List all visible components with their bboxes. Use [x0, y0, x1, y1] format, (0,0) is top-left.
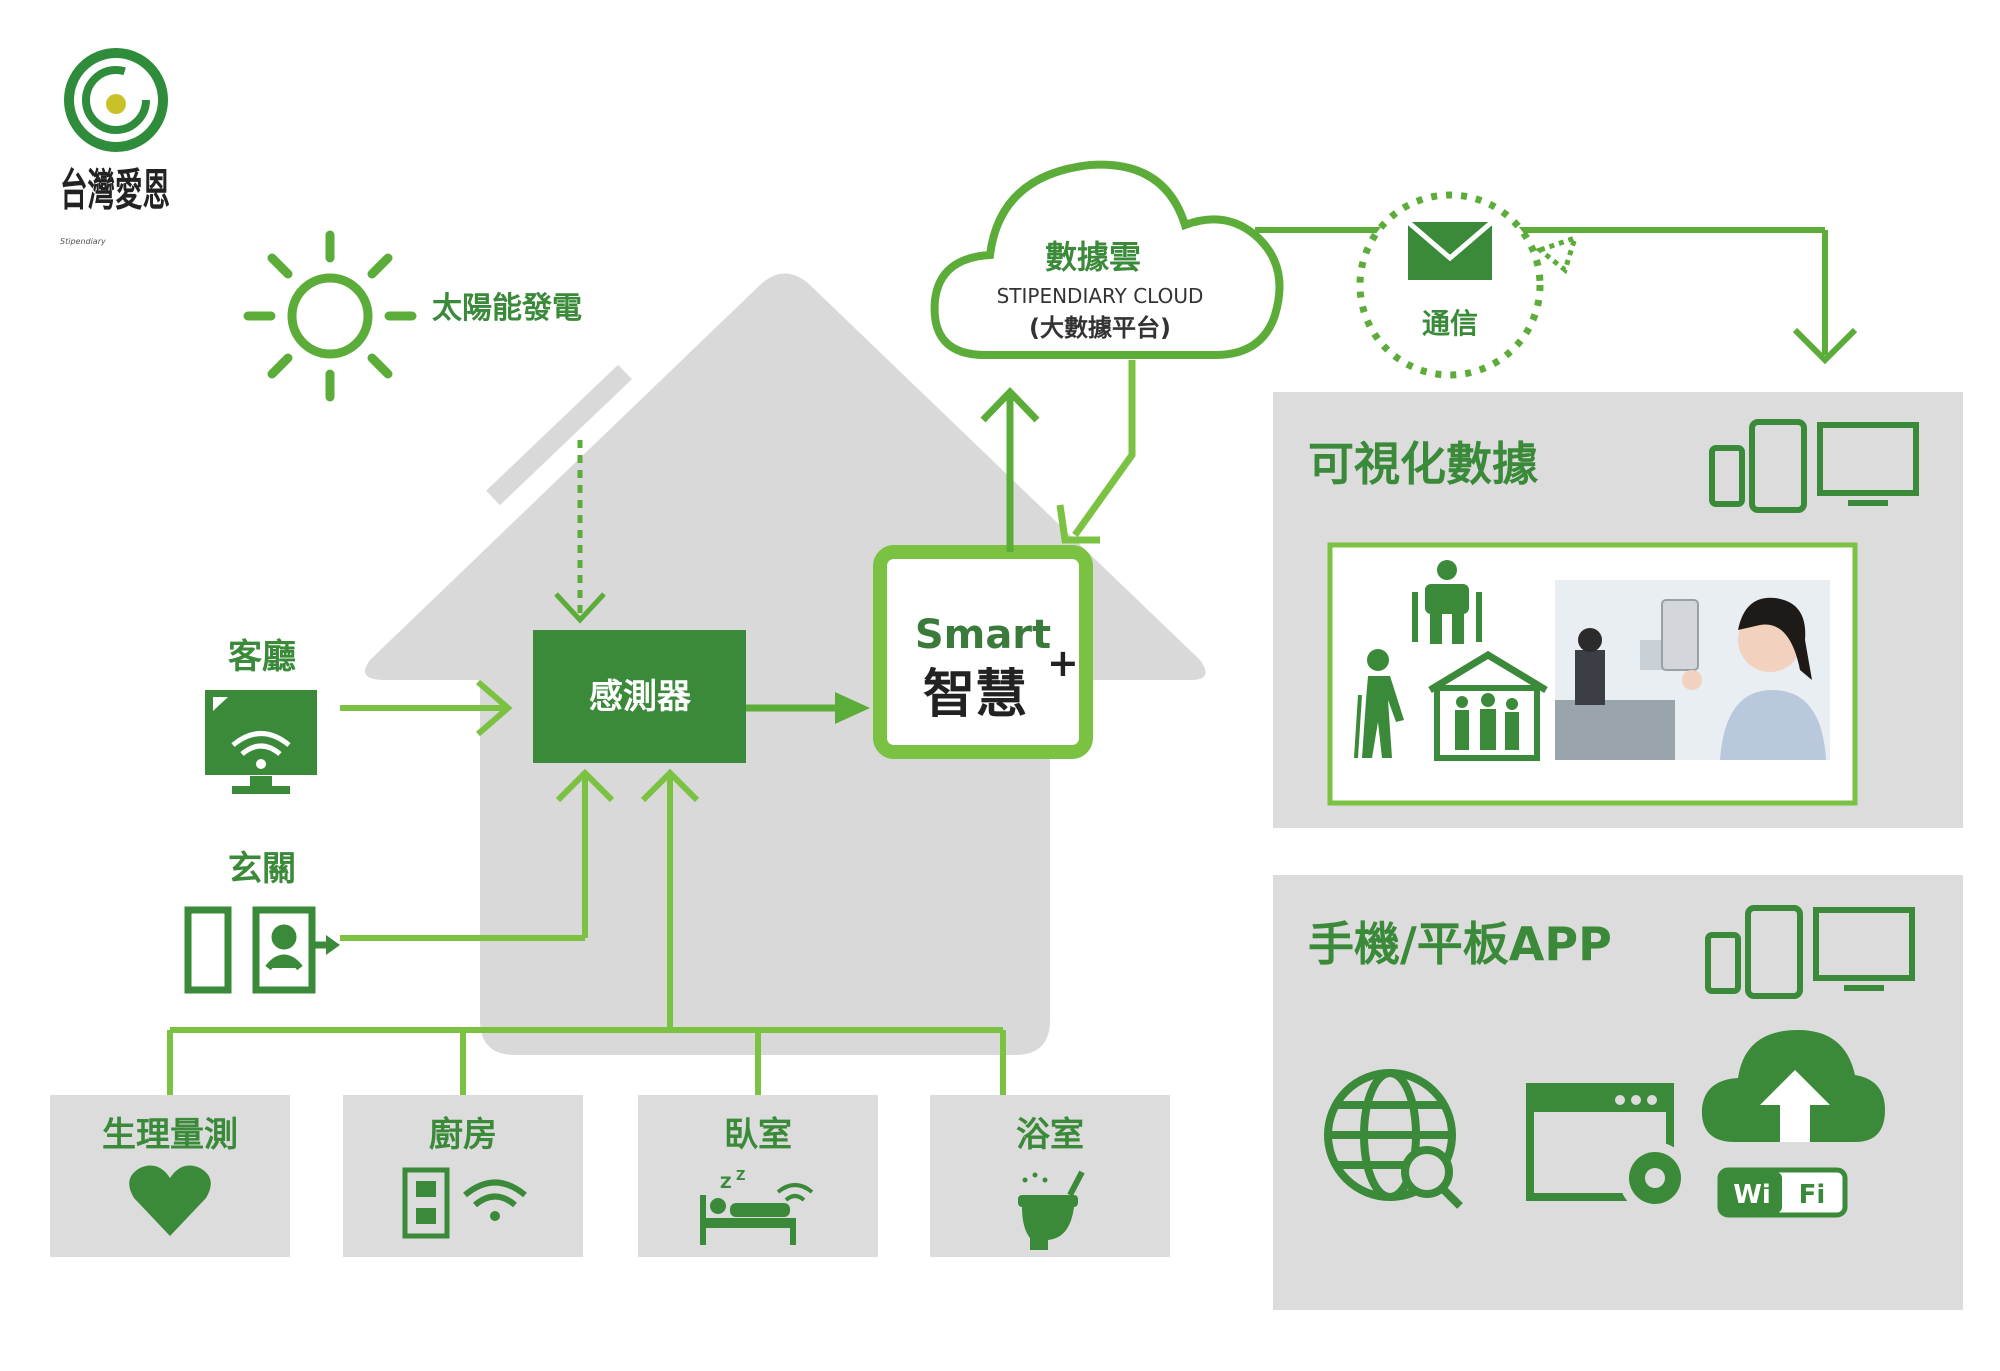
device-icons-app: [1705, 905, 1915, 999]
box-bathroom-label: 浴室: [1016, 1115, 1084, 1155]
svg-text:Z: Z: [720, 1173, 732, 1192]
heart-icon: [129, 1165, 211, 1236]
smart-box: [873, 545, 1093, 759]
cloud-subtitle: STIPENDIARY CLOUD: [997, 284, 1204, 308]
logo-emblem-icon: [64, 48, 168, 152]
browser-settings-icon: [1526, 1083, 1691, 1214]
wifi-left-text: Wi: [1733, 1180, 1771, 1210]
phone-icon: [1709, 445, 1745, 507]
cloud-title: 數據雲: [1045, 238, 1141, 276]
solar-label: 太陽能發電: [432, 291, 582, 326]
sun-icon: [243, 230, 417, 402]
comm-circle: [1356, 191, 1544, 379]
entrance-label: 玄關: [228, 849, 296, 889]
toilet-icon: [1018, 1170, 1085, 1250]
globe-search-icon: [1324, 1069, 1463, 1209]
cloud-upload-icon: [1701, 1030, 1885, 1142]
box-physiology: 生理量測: [50, 1095, 290, 1257]
tablet-icon: [1749, 419, 1807, 513]
monitor-icon: [1813, 907, 1915, 981]
logo-text: 台灣愛恩: [60, 165, 170, 216]
elderly-care-icons: [1354, 560, 1548, 761]
wifi-right-text: Fi: [1799, 1180, 1826, 1210]
box-bedroom-label: 臥室: [724, 1115, 792, 1155]
smart-label: Smart: [915, 612, 1051, 658]
smart-plus: +: [1047, 641, 1079, 685]
house-shape: [365, 273, 1206, 1055]
svg-text:Z: Z: [736, 1169, 745, 1184]
solar-panel: [486, 364, 632, 506]
comm-label: 通信: [1422, 307, 1478, 340]
cloud-note: (大數據平台): [1029, 314, 1171, 342]
logo-subtext: Stipendiary: [60, 237, 106, 246]
box-bedroom: 臥室 Z Z: [638, 1095, 878, 1257]
box-kitchen-label: 廚房: [429, 1115, 497, 1155]
outlet-wifi-icon: [402, 1167, 527, 1239]
wifi-badge-icon: Wi Fi: [1717, 1167, 1848, 1218]
door-intercom-icon: [184, 906, 332, 994]
data-cloud: [930, 160, 1284, 359]
monitor-icon: [1817, 422, 1919, 496]
living-room-label: 客廳: [228, 637, 296, 677]
brand-logo: 台灣愛恩 Stipendiary: [60, 48, 170, 246]
box-kitchen: 廚房: [343, 1095, 583, 1257]
sleeping-bed-icon: Z Z: [700, 1169, 814, 1245]
box-bathroom: 浴室: [930, 1095, 1170, 1257]
office-photo: [1555, 580, 1830, 760]
box-physiology-label: 生理量測: [102, 1115, 238, 1155]
panel-visual-title: 可視化數據: [1308, 437, 1539, 491]
tablet-icon: [1745, 905, 1803, 999]
tv-wifi-icon: [205, 690, 317, 794]
panel-app-title: 手機/平板APP: [1308, 917, 1612, 971]
device-icons: [1709, 419, 1919, 513]
smart-chinese-label: 智慧: [923, 665, 1027, 725]
envelope-icon: [1406, 220, 1494, 280]
sensor-box: [533, 630, 746, 763]
sensor-label: 感測器: [589, 677, 692, 717]
phone-icon: [1705, 932, 1741, 994]
